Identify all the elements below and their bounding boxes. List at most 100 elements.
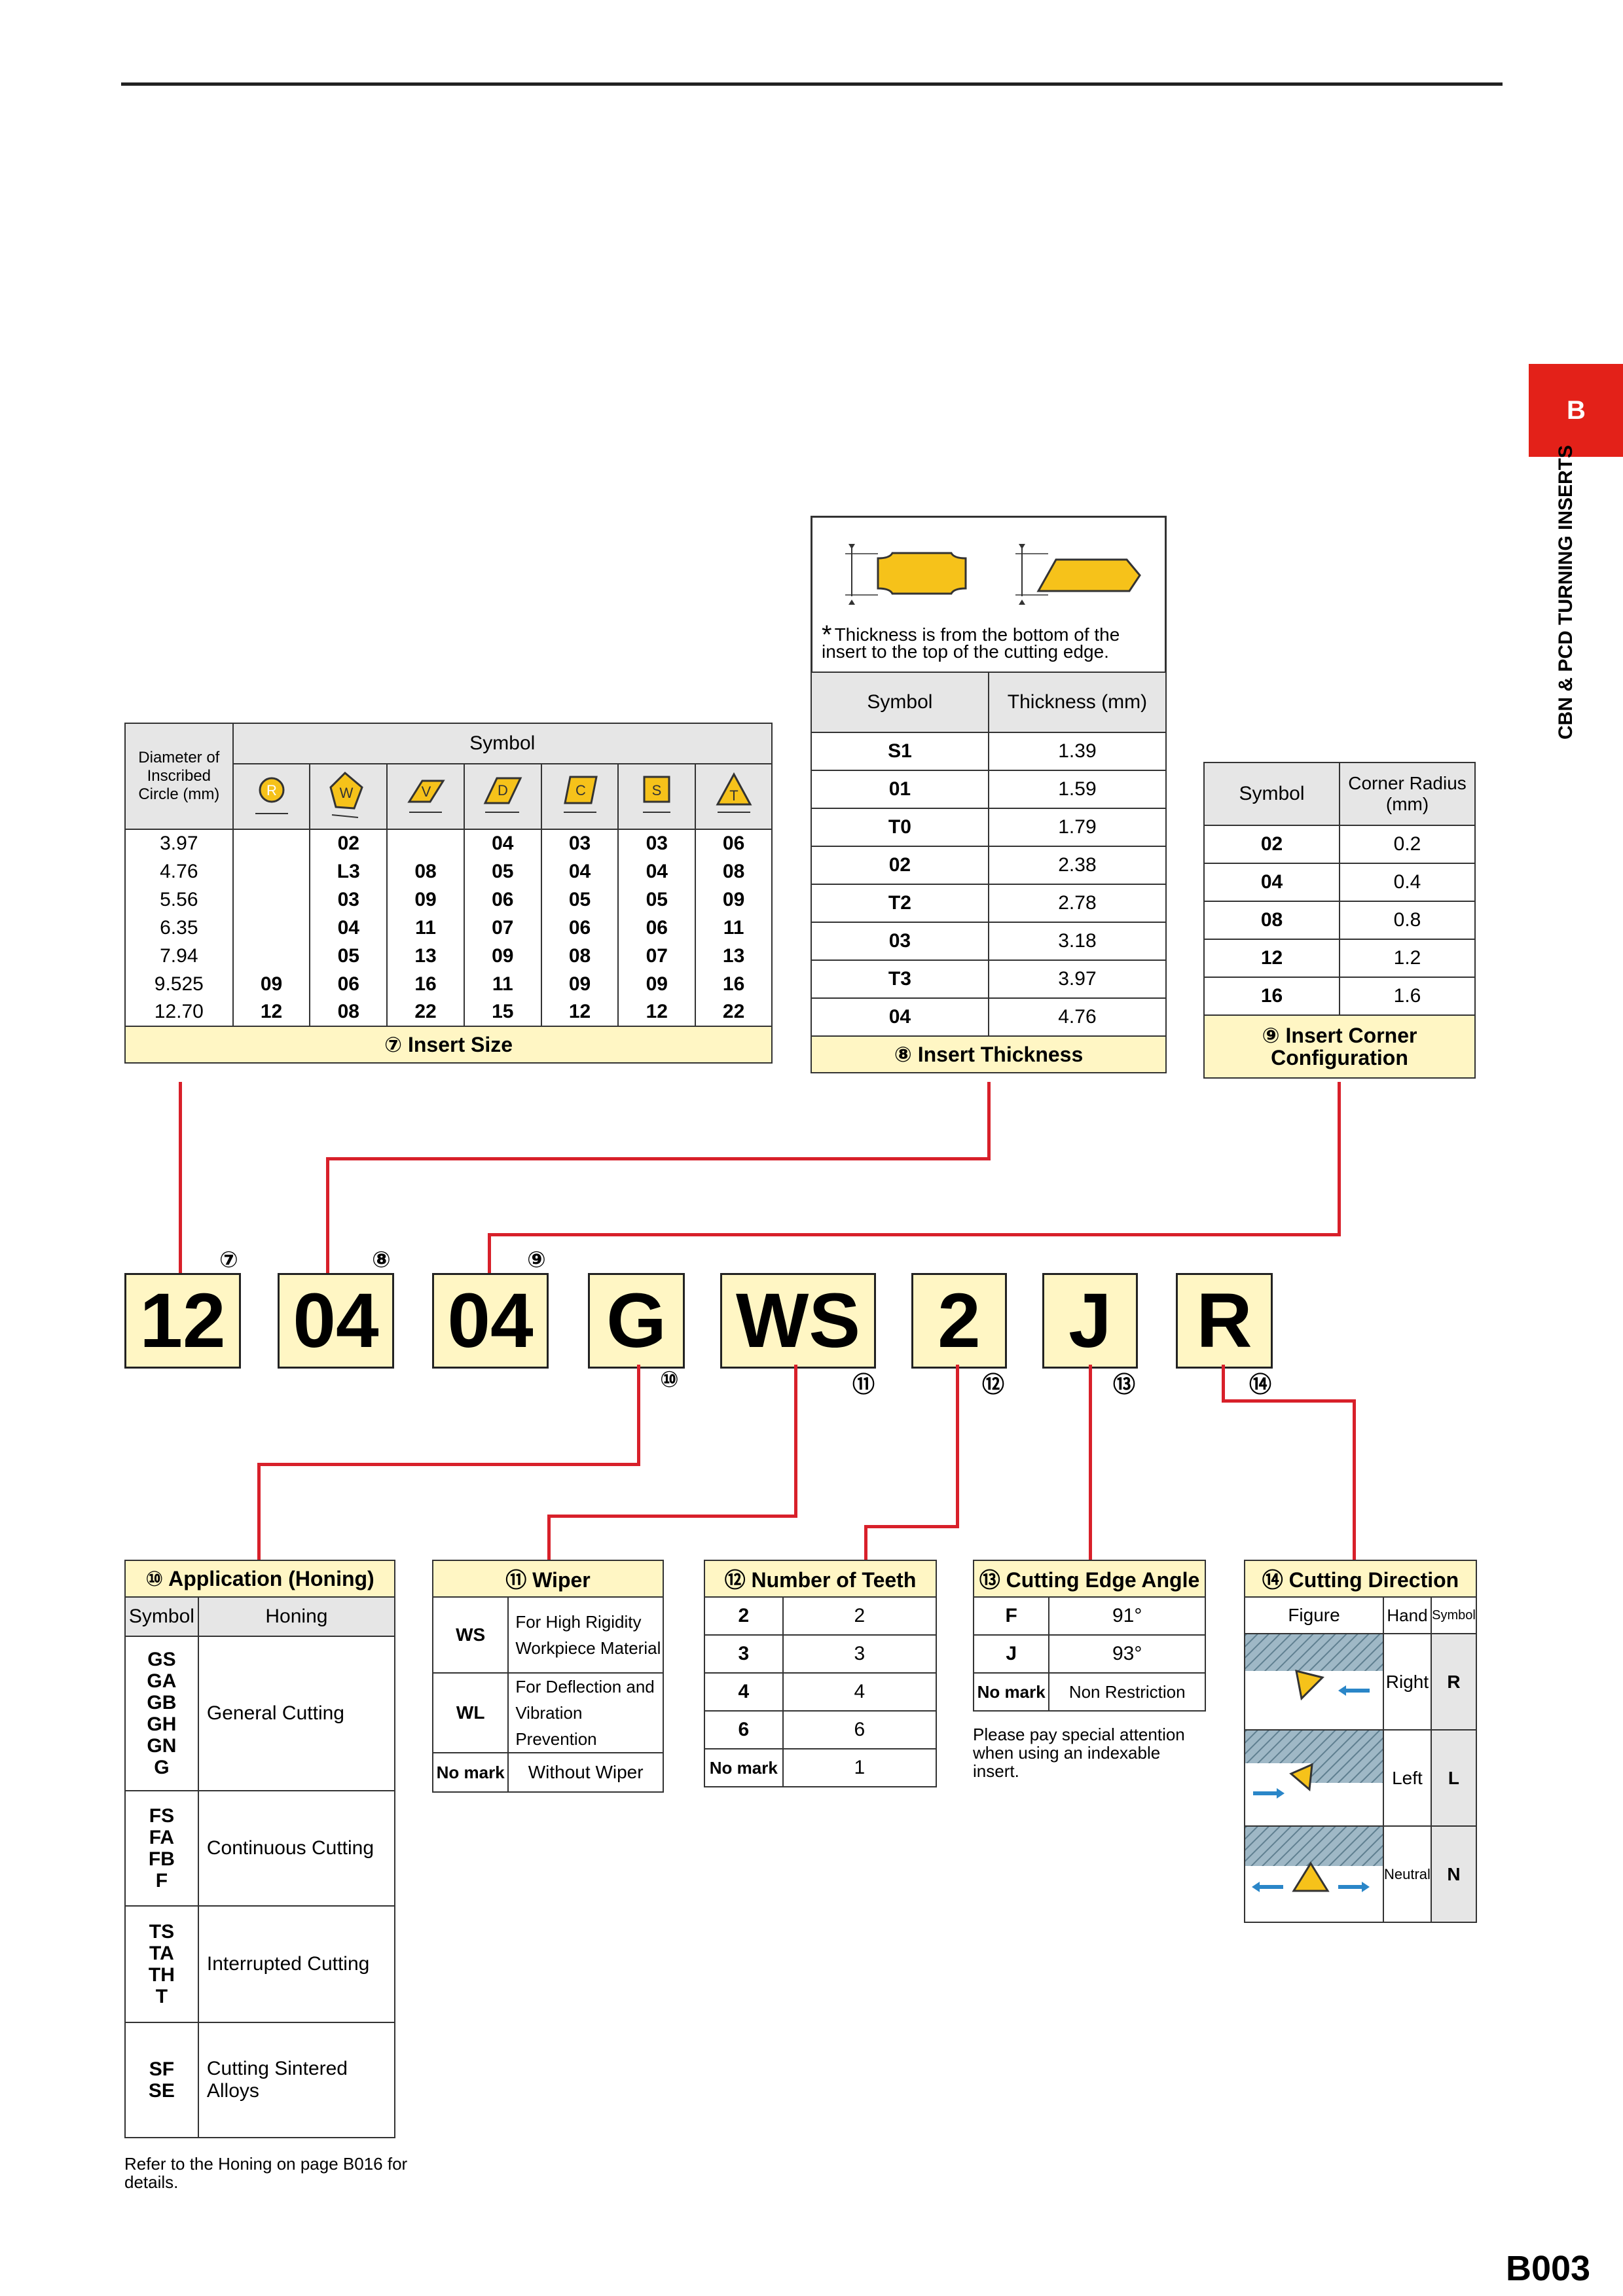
direction-symbol-right: R [1430, 1633, 1478, 1731]
wire-7-vertical [179, 1082, 182, 1276]
corner-cell-0: 16 [1203, 977, 1341, 1016]
thickness-cell-0: T2 [811, 884, 989, 923]
wire-9-vertical-a [1338, 1082, 1341, 1236]
shape-label-s: S [652, 782, 662, 798]
insert-size-cell-4: 15 [463, 998, 542, 1026]
honing-symbols-general: GS GA GB GH GN G [124, 1636, 199, 1791]
insert-size-cell-0: 4.76 [124, 857, 234, 886]
section-tab[interactable]: B [1529, 364, 1623, 457]
insert-size-table: Diameter of Inscribed Circle (mm) Symbol… [124, 723, 773, 1064]
shape-label-w: W [340, 785, 354, 801]
code-part-direction[interactable]: R [1176, 1273, 1273, 1369]
thickness-diagram: * Thickness is from the bottom of the in… [811, 516, 1167, 672]
code-part-corner[interactable]: 04 [432, 1273, 549, 1369]
thickness-cell-0: 02 [811, 846, 989, 885]
marker-11: ⑪ [852, 1372, 875, 1397]
honing-continuous: Continuous Cutting [197, 1790, 396, 1907]
insert-size-cell-6: 06 [617, 914, 697, 942]
thickness-cell-1: 1.79 [987, 808, 1167, 847]
shape-label-t: T [729, 787, 738, 804]
insert-size-cell-2: 05 [309, 942, 388, 970]
code-part-insert-size[interactable]: 12 [124, 1273, 241, 1369]
insert-size-cell-2: 02 [309, 829, 388, 857]
code-part-honing[interactable]: G [588, 1273, 685, 1369]
thickness-cell-0: 01 [811, 770, 989, 809]
insert-size-cell-1 [232, 914, 311, 942]
insert-size-cell-0: 7.94 [124, 942, 234, 970]
thickness-cell-0: T3 [811, 960, 989, 999]
insert-size-cell-0: 3.97 [124, 829, 234, 857]
insert-size-cell-0: 9.525 [124, 970, 234, 998]
insert-size-cell-6: 07 [617, 942, 697, 970]
direction-symbol-neutral: N [1430, 1825, 1478, 1923]
marker-9: ⑨ [527, 1247, 546, 1272]
code-part-thickness[interactable]: 04 [278, 1273, 394, 1369]
corner-cell-1: 1.2 [1339, 939, 1476, 978]
shape-label-r: R [266, 782, 277, 798]
thickness-value-header: Thickness (mm) [987, 672, 1167, 733]
wiper-symbol-wl: WL [431, 1672, 509, 1753]
wire-8-vertical-b [326, 1157, 329, 1276]
wire-9-horizontal [488, 1233, 1341, 1236]
insert-size-cell-4: 11 [463, 970, 542, 998]
wire-11-a [794, 1365, 797, 1518]
neutral-figure [1244, 1825, 1384, 1923]
corner-radius-header: Corner Radius (mm) [1339, 762, 1476, 826]
insert-size-cell-3: 11 [386, 914, 465, 942]
insert-size-cell-1: 12 [232, 998, 311, 1026]
insert-size-cell-7: 06 [695, 829, 773, 857]
edge-angle-cell-1: 93° [1048, 1634, 1206, 1674]
insert-size-cell-5: 09 [540, 970, 619, 998]
insert-size-cell-0: 12.70 [124, 998, 234, 1026]
edge-angle-note: Please pay special attention when using … [973, 1725, 1185, 1781]
teeth-cell-1: 1 [782, 1748, 938, 1787]
honing-sintered: Cutting Sintered Alloys [197, 2022, 396, 2138]
section-title: CBN & PCD TURNING INSERTS [1555, 444, 1577, 740]
insert-size-cell-1 [232, 857, 311, 886]
wire-11-b [547, 1515, 797, 1518]
trigon-shape-icon: W [309, 763, 388, 830]
honing-title: ⑩ Application (Honing) [124, 1560, 395, 1598]
code-part-wiper[interactable]: WS [720, 1273, 876, 1369]
insert-size-cell-3: 22 [386, 998, 465, 1026]
insert-size-cell-3: 16 [386, 970, 465, 998]
insert-size-cell-5: 08 [540, 942, 619, 970]
insert-size-cell-2: 03 [309, 886, 388, 914]
thickness-cell-0: 04 [811, 997, 989, 1037]
wire-14-b [1222, 1399, 1356, 1403]
direction-title: ⑭ Cutting Direction [1244, 1560, 1477, 1598]
insert-size-cell-4: 04 [463, 829, 542, 857]
thickness-cell-1: 2.78 [987, 884, 1167, 923]
code-part-edge-angle[interactable]: J [1042, 1273, 1138, 1369]
edge-angle-cell-1: Non Restriction [1048, 1672, 1206, 1712]
thickness-cell-1: 3.97 [987, 960, 1167, 999]
insert-size-cell-6: 05 [617, 886, 697, 914]
wire-10-b [257, 1463, 640, 1466]
insert-size-cell-5: 03 [540, 829, 619, 857]
code-part-teeth[interactable]: 2 [911, 1273, 1007, 1369]
insert-size-cell-1 [232, 942, 311, 970]
marker-7: ⑦ [219, 1247, 238, 1272]
insert-size-cell-6: 03 [617, 829, 697, 857]
rhombic-35-shape-icon: V [386, 763, 465, 830]
insert-size-cell-1 [232, 886, 311, 914]
shape-label-c: C [575, 782, 586, 798]
marker-10: ⑩ [660, 1367, 679, 1392]
honing-symbols-interrupted: TS TA TH T [124, 1905, 199, 2023]
insert-size-cell-0: 6.35 [124, 914, 234, 942]
edge-angle-cell-0: F [972, 1596, 1050, 1636]
corner-cell-1: 0.2 [1339, 825, 1476, 864]
